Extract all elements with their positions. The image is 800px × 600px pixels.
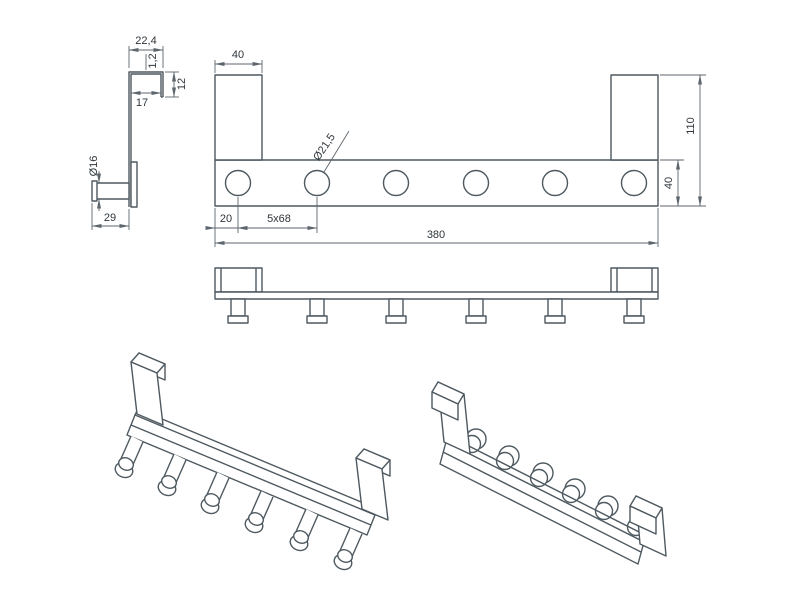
dim-bracket-width: 40 [214, 49, 263, 73]
side-view: 22,4 1,2 17 12 Ø16 29 [88, 35, 188, 230]
rail-bend-line [442, 451, 642, 553]
dim-text-first-hole-offset: 20 [220, 213, 232, 225]
rail-top-edge [448, 435, 648, 537]
peg-end-cap [91, 180, 98, 202]
bracket-front-lip [431, 391, 459, 421]
iso-view-front [112, 352, 391, 573]
hook-stem [468, 298, 484, 317]
hook-hole-2 [303, 169, 331, 197]
dim-back-lip-height: 12 [165, 71, 188, 98]
iso-rail [439, 441, 645, 565]
profile-outer-line [128, 71, 164, 207]
hook-stem [388, 298, 404, 317]
bottom-view [214, 267, 659, 324]
hook-foot [385, 315, 407, 324]
dim-material-thickness: 1,2 [145, 53, 159, 70]
left-bracket-bottom [214, 267, 263, 293]
dim-text-total-height: 110 [685, 117, 697, 135]
dim-text-peg-projection: 29 [104, 212, 116, 224]
right-bracket-bottom [610, 267, 659, 293]
hook-foot [465, 315, 487, 324]
hook-foot [623, 315, 645, 324]
iso-view-back [431, 381, 667, 565]
dim-text-peg-diameter: Ø16 [88, 156, 100, 177]
dim-peg-projection: 29 [91, 203, 130, 230]
peg-body [95, 182, 130, 200]
hook-stem [547, 298, 563, 317]
rail-edge [214, 291, 659, 300]
dim-peg-diameter: Ø16 [88, 156, 101, 211]
profile-inner-line [130, 73, 162, 207]
dim-text-hole-diameter: Ø21,5 [311, 132, 338, 164]
dim-over-top-width: 22,4 [128, 35, 164, 68]
rail-front [214, 159, 659, 207]
bracket-face [130, 361, 164, 426]
rail-bend-line [130, 424, 372, 526]
iso-bracket-2 [355, 448, 391, 521]
dim-total-height: 110 [660, 74, 706, 207]
hook-posts [227, 298, 645, 324]
hook-hole-4 [462, 169, 490, 197]
front-view: 40 Ø21,5 110 40 20 5x68 [205, 49, 706, 247]
dim-total-width: 380 [214, 208, 659, 247]
rail-top-edge [137, 408, 379, 510]
hook-stem [309, 298, 325, 317]
dim-text-back-lip-height: 12 [176, 78, 188, 90]
dim-text-inner-gap: 17 [136, 97, 148, 109]
hook-hole-1 [224, 169, 252, 197]
iso-bracket-1 [130, 352, 166, 426]
hook-foot [544, 315, 566, 324]
bracket-front-lip [629, 505, 657, 535]
rail-cross-section [130, 161, 138, 208]
dim-text-material-thickness: 1,2 [147, 53, 159, 68]
dim-text-total-width: 380 [427, 229, 445, 241]
left-bracket-front [214, 74, 263, 161]
hook-peg-side [91, 180, 130, 202]
dim-inner-gap: 17 [130, 91, 162, 109]
bracket-face [355, 457, 389, 521]
hook-hole-3 [382, 169, 410, 197]
iso-bracket-2 [629, 495, 667, 557]
hook-foot [306, 315, 328, 324]
hook-stem [230, 298, 246, 317]
hook-hole-5 [541, 169, 569, 197]
dim-text-rail-height: 40 [663, 177, 675, 189]
dim-rail-height: 40 [660, 159, 684, 207]
hook-hole-6 [620, 169, 648, 197]
iso-bracket-1 [431, 381, 471, 455]
right-bracket-front [610, 74, 659, 161]
dim-text-over-top-width: 22,4 [135, 35, 156, 47]
dim-text-bracket-width: 40 [232, 49, 244, 61]
hook-foot [227, 315, 249, 324]
hook-stem [626, 298, 642, 317]
dim-hole-spacing: 5x68 [237, 213, 318, 230]
dim-text-hole-spacing: 5x68 [267, 213, 291, 225]
bracket-profile [128, 71, 164, 208]
leader-line [323, 130, 350, 173]
